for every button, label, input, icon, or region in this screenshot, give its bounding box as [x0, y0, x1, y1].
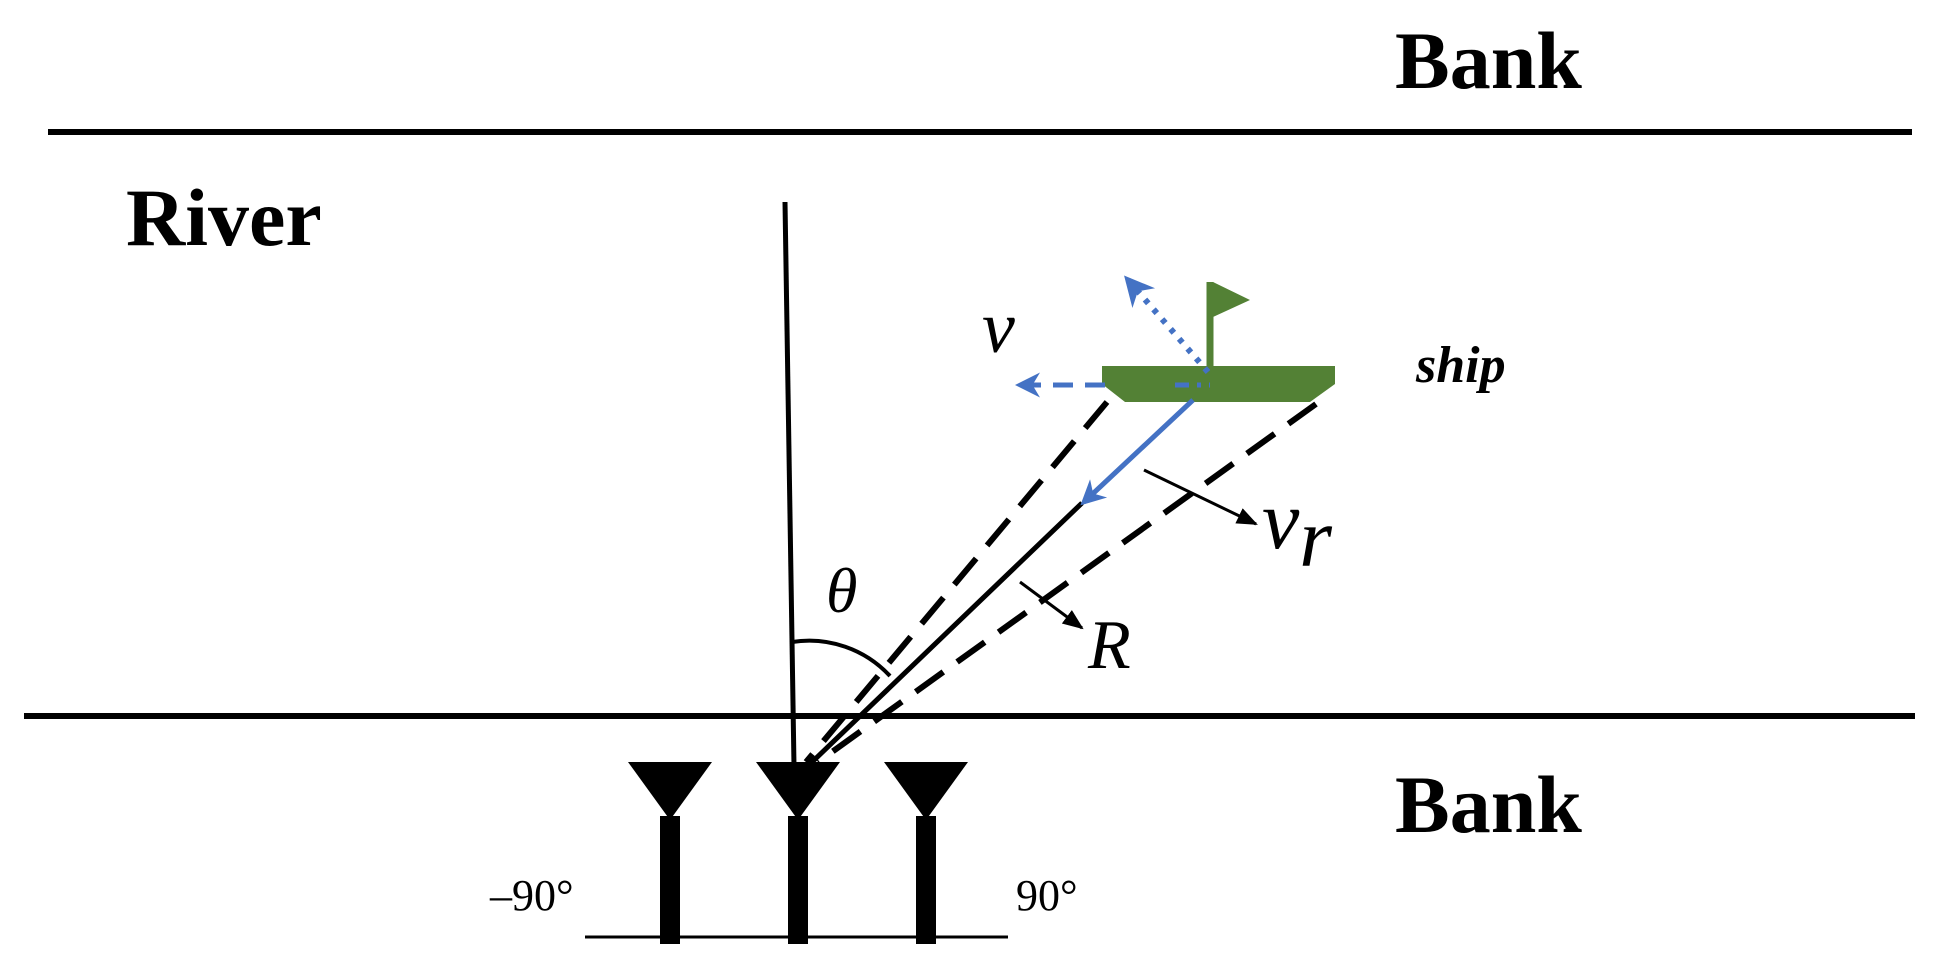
antenna-icon — [884, 762, 968, 944]
range-pointer — [1019, 580, 1084, 630]
theta-label: θ — [826, 555, 857, 626]
tangential-velocity-vector — [1124, 275, 1211, 374]
range-label: R — [1087, 607, 1131, 684]
angle-left-label: –90° — [489, 871, 574, 920]
ship-hull — [1102, 366, 1335, 402]
beam-edge-right — [816, 401, 1318, 765]
radial-velocity-vector — [1080, 398, 1195, 506]
antenna-icon — [756, 762, 840, 944]
theta-arc — [791, 638, 892, 678]
antenna-array: –90° 90° — [489, 762, 1078, 944]
river-label: River — [126, 172, 322, 263]
velocity-label: v — [982, 287, 1015, 369]
ship-label: ship — [1415, 337, 1506, 394]
range-line — [808, 501, 1084, 766]
bottom-bank-label: Bank — [1395, 759, 1582, 850]
radial-velocity-pointer — [1143, 468, 1258, 526]
radial-velocity-label: vr — [1262, 474, 1332, 585]
radial-velocity-subscript: r — [1299, 492, 1332, 585]
ship-icon — [1102, 282, 1335, 402]
angle-right-label: 90° — [1016, 871, 1078, 920]
boresight-line — [782, 201, 797, 767]
radial-velocity-symbol: v — [1262, 474, 1300, 567]
ship-flag — [1213, 282, 1250, 317]
beam-edge-left — [803, 400, 1110, 764]
top-bank-label: Bank — [1395, 15, 1582, 106]
antenna-icon — [628, 762, 712, 944]
